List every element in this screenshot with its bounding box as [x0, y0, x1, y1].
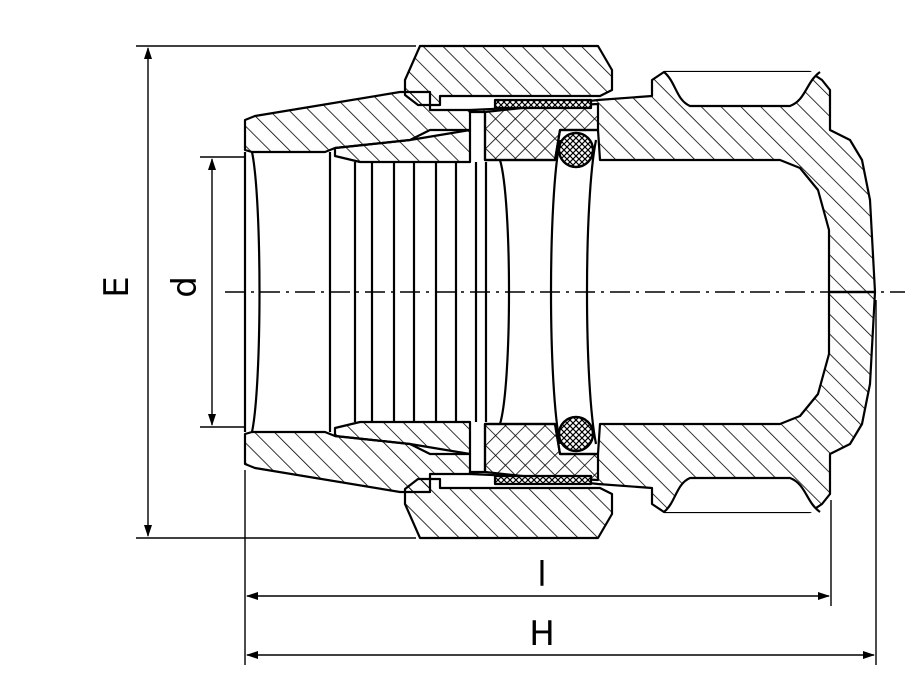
dimension-label-H: H	[529, 614, 555, 654]
body-recess-top	[663, 71, 821, 108]
body-recess-bottom	[663, 476, 821, 513]
union-nut-top	[403, 44, 614, 107]
union-nut-bottom	[403, 477, 614, 540]
grip-ring-bottom	[333, 420, 472, 456]
dimension-label-d: d	[165, 276, 205, 298]
o-ring-top	[557, 131, 595, 169]
dimensions	[136, 45, 877, 665]
insert-top	[468, 102, 600, 162]
insert-bottom	[468, 422, 600, 482]
clamp-ring-top	[243, 90, 472, 154]
o-ring-bottom	[557, 415, 595, 453]
dimension-label-l: l	[537, 555, 546, 595]
grip-ring-top	[333, 128, 472, 164]
fitting-section	[243, 44, 877, 540]
clamp-ring-bottom	[243, 430, 472, 494]
thread-strip-bottom	[493, 474, 593, 486]
dimension-label-E: E	[97, 276, 137, 297]
thread-strip-top	[493, 98, 593, 110]
